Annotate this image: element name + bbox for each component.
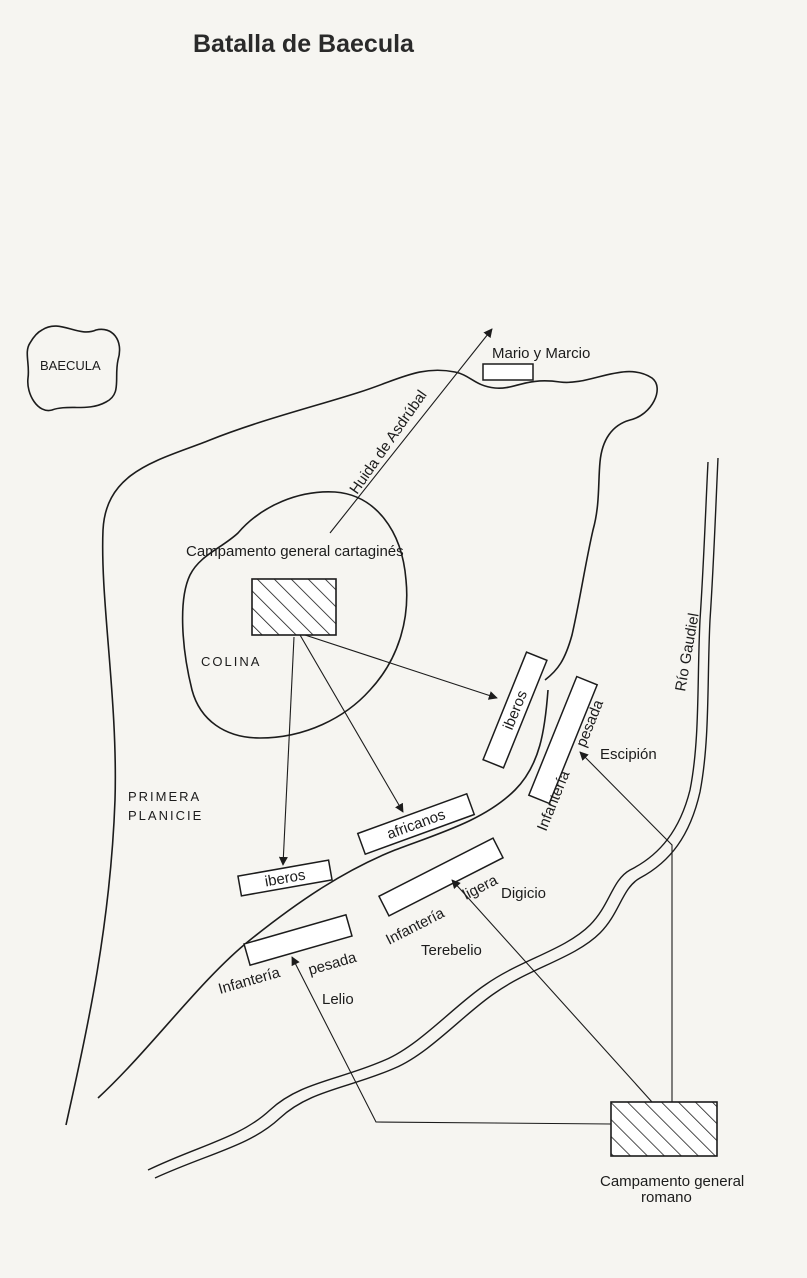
commander-terebelio: Terebelio [421,942,482,959]
baecula-town-outline [26,325,121,412]
arrow-to-iberos-left [278,636,295,866]
hasdrubal-escape-arrow [329,328,493,534]
plain-boundary [97,689,549,1099]
river-bank-east [154,457,719,1179]
plain-label-line1: PRIMERA [128,789,201,804]
mario-marcio-label: Mario y Marcio [492,345,590,362]
roman-camp-label-line1: Campamento general [600,1173,744,1190]
arrow-roman-to-escipion [579,751,673,1102]
iberos-right-unit: iberos [482,651,548,769]
carthaginian-camp [251,578,337,636]
iberos-left-label: iberos [263,867,306,891]
heavy-infantry-left-label-a: Infantería [216,964,282,998]
map-title: Batalla de Baecula [193,30,415,58]
commander-digicio: Digicio [501,885,546,902]
roman-camp [610,1101,718,1157]
arrow-roman-to-light-infantry [451,879,653,1103]
commander-escipion: Escipión [600,746,657,763]
hasdrubal-escape-label: Huida de Asdrúbal [346,387,430,497]
heavy-infantry-right-unit [527,675,599,805]
light-infantry-unit [377,837,505,917]
plain-label-line2: PLANICIE [128,808,203,823]
arrow-to-iberos-right [304,634,498,700]
mario-marcio-unit [482,363,534,381]
carthaginian-camp-label: Campamento general cartaginés [186,543,404,560]
arrow-roman-to-lelio [291,956,612,1125]
baecula-label: BAECULA [40,358,101,373]
commander-lelio: Lelio [322,991,354,1008]
roman-camp-label-line2: romano [641,1189,692,1206]
terrain-outline [65,369,658,1126]
river-bank-west [147,461,709,1171]
arrow-to-africanos [299,634,404,813]
africanos-unit: africanos [356,792,476,856]
iberos-left-unit: iberos [237,859,333,897]
hill-label: COLINA [201,654,261,669]
heavy-infantry-left-unit [243,913,353,967]
heavy-infantry-left-label-b: pesada [306,949,359,979]
